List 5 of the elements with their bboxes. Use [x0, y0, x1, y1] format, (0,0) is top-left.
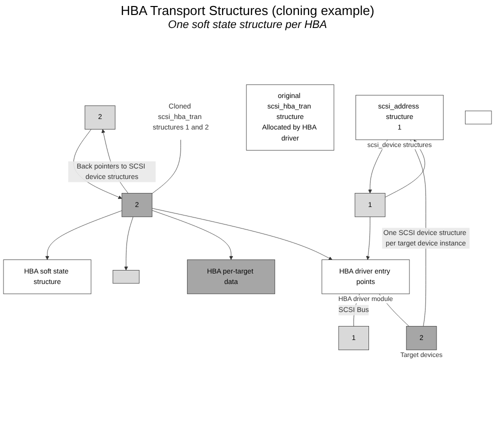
- node-box: [465, 110, 492, 124]
- node-box: [112, 270, 140, 284]
- note-text: One soft state structure per HBA: [167, 19, 328, 31]
- diagram-title: HBA Transport Structures (cloning example): [120, 3, 376, 18]
- connector: [152, 140, 181, 194]
